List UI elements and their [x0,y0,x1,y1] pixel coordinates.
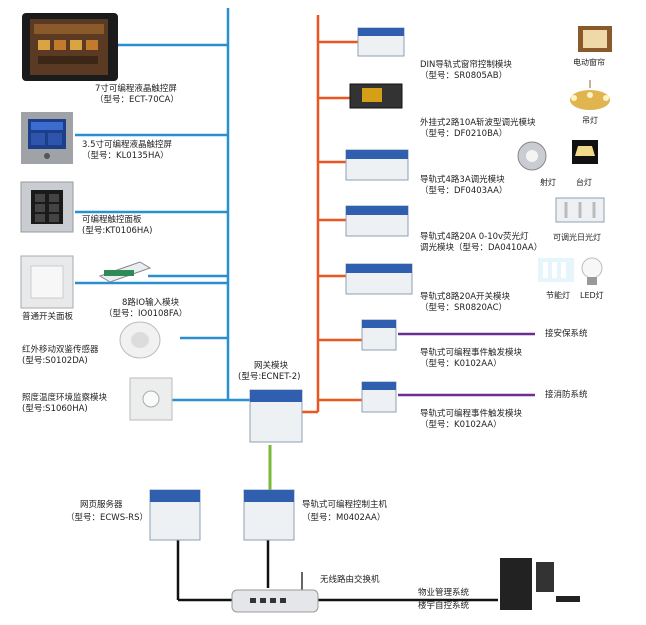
security-link-label: 接安保系统 [545,329,588,339]
table-lamp-load-label: 台灯 [576,178,592,187]
fire-link-label: 接消防系统 [545,390,588,400]
lux-sensor-model: (型号:S1060HA) [22,404,88,414]
gateway-model: (型号:ECNET-2) [238,372,301,382]
property-system-label: 物业管理系统 [418,588,470,598]
event-module-1-label: 导轨式可编程事件触发模块 [420,348,523,358]
touchscreen-7in-label: 7寸可编程液晶触控屏 [95,84,177,94]
touchscreen-35in-label: 3.5寸可编程液晶触控屏 [82,140,173,150]
fluor-dimmer-label: 导轨式4路20A 0-10v荧光灯 [420,232,529,242]
spotlight-load-label: 射灯 [540,178,556,187]
chandelier-load-label: 吊灯 [582,116,598,125]
switch-8ch-label: 导轨式8路20A开关模块 [420,292,511,302]
controller-label: 导轨式可编程控制主机 [302,500,388,510]
lux-sensor-image [129,377,173,421]
touchscreen-7in-image [22,13,118,81]
lux-sensor-label: 照度温度环境监察模块 [22,393,108,403]
curtain-module-model: （型号：SR0805AB） [420,71,508,81]
dimmer-2ch-label: 外挂式2路10A斩波型调光模块 [420,118,536,128]
pir-sensor-image [119,321,161,359]
switch-8ch-image [345,263,413,295]
orange-bus [300,15,362,414]
webserver-model: （型号：ECWS-RS） [66,513,148,523]
curtain-module-image [357,27,405,57]
pir-sensor-model: (型号:S0102DA) [22,356,88,366]
touchscreen-35in-image [21,112,73,164]
dimmer-2ch-image [349,83,403,109]
spotlight-image [517,141,547,171]
building-system-label: 楼宇自控系统 [418,601,470,611]
touchscreen-35in-model: （型号：KL0135HA） [82,151,169,161]
webserver-label: 网页服务器 [80,500,123,510]
fluorescent-load-label: 可调光日光灯 [553,233,601,242]
network-lines [176,540,498,602]
webserver-module-image [149,489,201,541]
curtain-module-label: DIN导轨式窗帘控制模块 [420,60,512,70]
gateway-label: 网关模块 [254,361,289,371]
table-lamp-image [572,140,598,164]
touch-panel-image [20,181,74,233]
touch-panel-label: 可编程触控面板 [82,215,142,225]
switch-panel-label: 普通开关面板 [22,312,74,322]
blue-bus [75,8,250,402]
dimmer-2ch-model: （型号：DF0210BA） [420,129,508,139]
pir-sensor-label: 红外移动双鉴传感器 [22,345,99,355]
io-module-image [98,261,152,283]
fluor-dimmer-image [345,205,409,237]
chandelier-image [570,80,610,110]
event-module-2-image [361,381,397,413]
fluorescent-image [555,197,605,223]
io-module-model: （型号：IO0108FA） [104,309,188,319]
cfl-bulb-image [538,258,574,282]
led-load-label: LED灯 [580,291,604,300]
dimmer-4ch-label: 导轨式4路3A调光模块 [420,175,505,185]
router-image [231,572,319,613]
event-module-2-label: 导轨式可编程事件触发模块 [420,409,523,419]
switch-8ch-model: （型号：SR0820AC） [420,303,508,313]
curtain-load-label: 电动窗帘 [573,58,605,67]
fluor-dimmer-label-2: 调光模块（型号：DA0410AA） [420,243,543,253]
computer-image [500,558,580,610]
router-label: 无线路由交换机 [320,575,380,585]
dimmer-4ch-model: （型号：DF0403AA） [420,186,508,196]
event-module-1-model: （型号：K0102AA） [420,359,502,369]
gateway-module-image [249,389,303,443]
event-module-2-model: （型号：K0102AA） [420,420,502,430]
io-module-label: 8路IO输入模块 [122,298,180,308]
switch-panel-image [20,255,74,309]
touchscreen-7in-model: （型号：ECT-70CA） [95,95,179,105]
curtain-image [578,26,612,52]
dimmer-4ch-image [345,149,409,181]
controller-model: （型号：M0402AA） [302,513,386,523]
event-module-1-image [361,319,397,351]
touch-panel-model: (型号:KT0106HA) [82,226,153,236]
led-bulb-image [581,257,603,285]
controller-module-image [243,489,295,541]
cfl-load-label: 节能灯 [546,291,570,300]
